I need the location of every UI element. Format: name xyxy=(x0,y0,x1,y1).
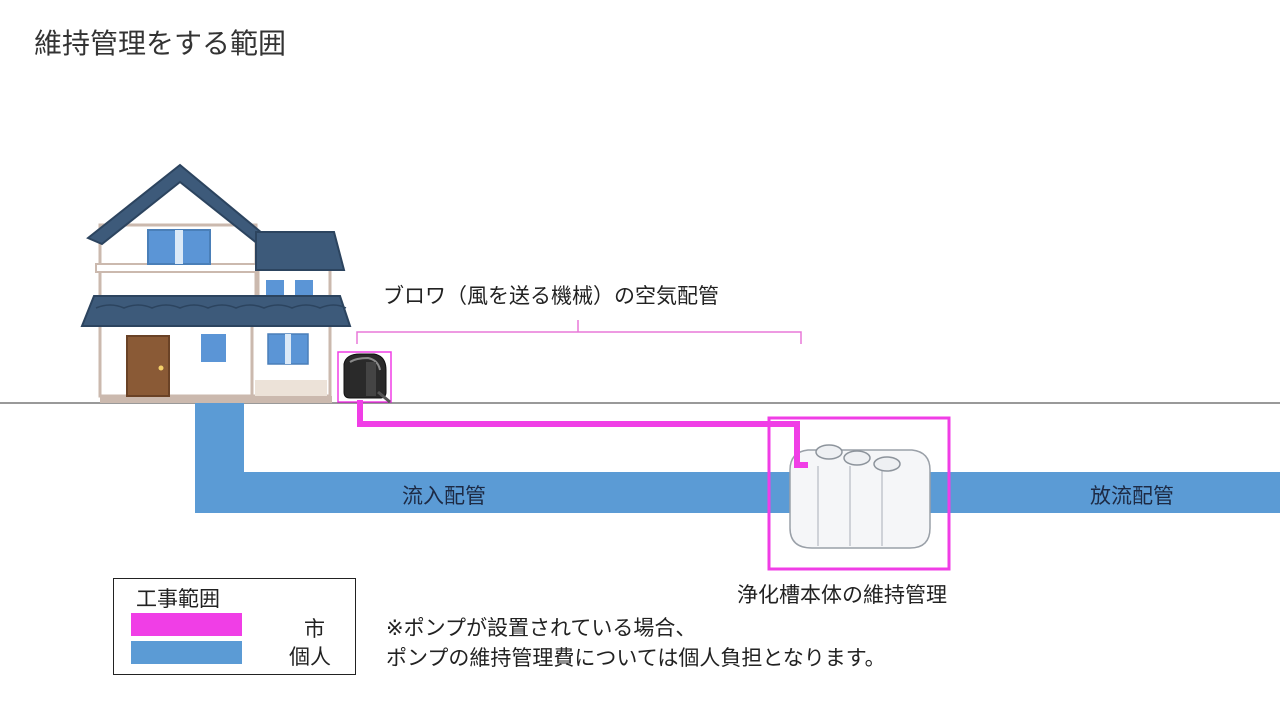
blower-pipe-label: ブロワ（風を送る機械）の空気配管 xyxy=(383,284,719,308)
septic-tank-icon xyxy=(789,444,931,549)
legend-swatch-city xyxy=(131,613,242,636)
inflow-pipe xyxy=(195,403,800,513)
legend-swatch-individual xyxy=(131,641,242,664)
pipe-bracket xyxy=(356,320,802,344)
note-line-1: ※ポンプが設置されている場合、 xyxy=(386,616,697,640)
blower-icon xyxy=(337,351,392,404)
tank-maintenance-label: 浄化槽本体の維持管理 xyxy=(737,583,947,607)
tank-city-outline xyxy=(767,416,951,571)
outflow-pipe xyxy=(907,472,1280,513)
legend-title: 工事範囲 xyxy=(136,587,220,611)
outflow-pipe-label: 放流配管 xyxy=(1090,484,1174,508)
house-icon xyxy=(80,163,352,403)
legend: 工事範囲 市 個人 xyxy=(113,578,356,675)
legend-label-individual: 個人 xyxy=(289,645,331,669)
air-pipe xyxy=(357,400,808,468)
legend-label-city: 市 xyxy=(304,617,325,641)
page-title: 維持管理をする範囲 xyxy=(34,27,287,60)
inflow-pipe-label: 流入配管 xyxy=(402,484,486,508)
note-line-2: ポンプの維持管理費については個人負担となります。 xyxy=(386,646,886,670)
